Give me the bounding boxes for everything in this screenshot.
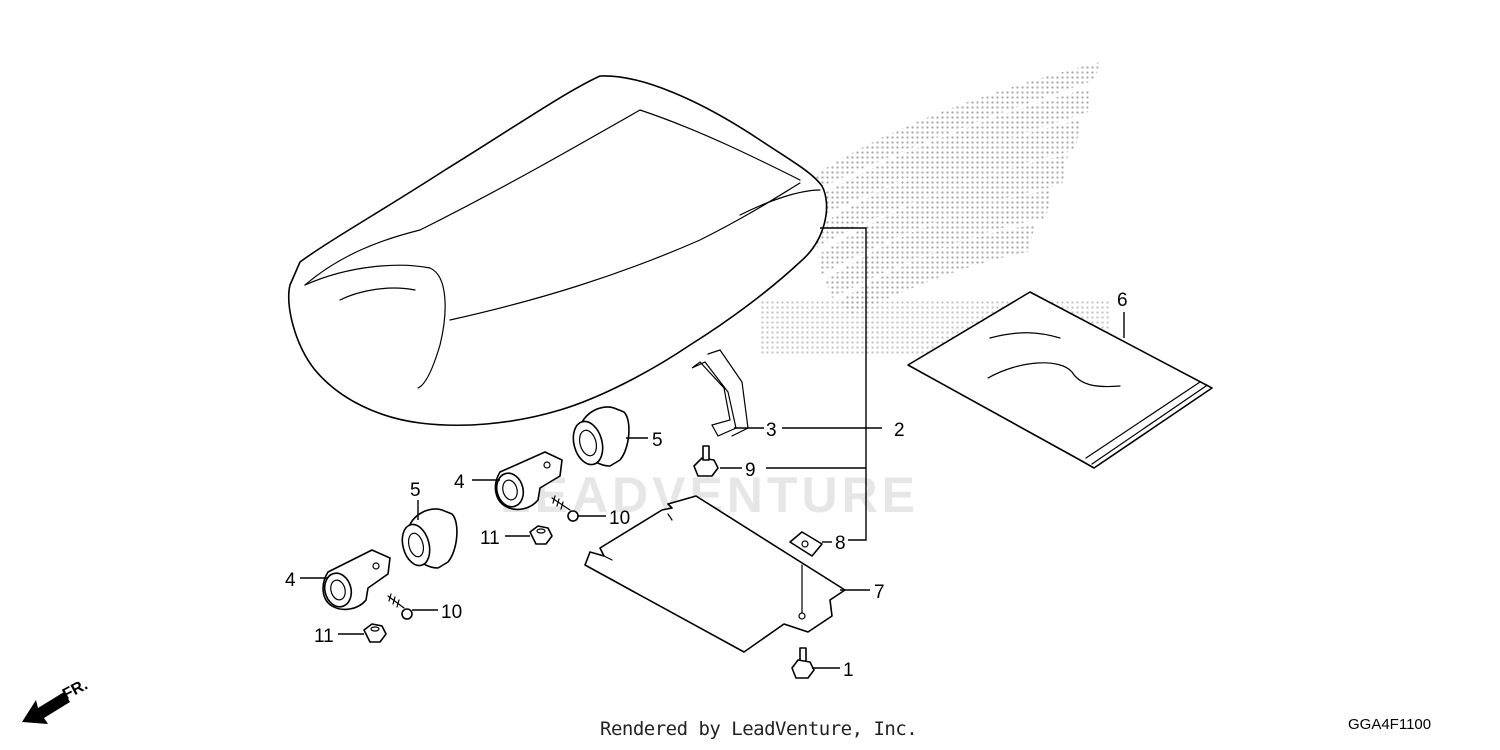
callout-3: 3: [766, 420, 777, 441]
callout-9: 9: [745, 460, 756, 481]
part-7-plate: [584, 495, 846, 653]
part-1-bolt: [791, 647, 815, 679]
part-3-wire: [691, 349, 749, 437]
callouts: 2 3 9 8 7 1 5 4 10 11 5 4 10 11 6: [285, 290, 1128, 681]
part-10-screw-lower: [387, 593, 413, 620]
callout-10-upper: 10: [609, 508, 630, 529]
callout-1: 1: [843, 660, 854, 681]
part-4-clamp-upper: [494, 451, 563, 511]
part-6-bag: [907, 291, 1213, 469]
callout-10-lower: 10: [441, 602, 462, 623]
arrow-icon: [22, 692, 70, 724]
front-direction-indicator: FR.: [22, 676, 91, 724]
part-11-nut-upper: [529, 525, 553, 545]
seat: [287, 75, 828, 426]
diagram-code: GGA4F1100: [1348, 716, 1432, 733]
callout-8: 8: [835, 533, 846, 554]
callout-6: 6: [1117, 290, 1128, 311]
leader-2-group: [820, 227, 867, 541]
leader-lines: [300, 227, 1125, 669]
part-5-collar-lower: [401, 508, 458, 569]
footer-credit: Rendered by LeadVenture, Inc.: [600, 718, 918, 740]
part-8-clip-nut: [789, 531, 823, 557]
part-10-screw-upper: [551, 495, 579, 522]
callout-2: 2: [894, 420, 905, 441]
part-9-bolt: [693, 445, 719, 477]
callout-11-upper: 11: [480, 528, 500, 549]
part-4-clamp-lower: [322, 549, 391, 611]
callout-4-lower: 4: [285, 570, 296, 591]
callout-5-upper: 5: [652, 430, 663, 451]
callout-7: 7: [874, 582, 885, 603]
part-11-nut-lower: [363, 623, 387, 643]
callout-11-lower: 11: [314, 626, 334, 647]
callout-5-lower: 5: [410, 480, 421, 501]
part-5-collar-upper: [572, 406, 630, 467]
callout-4-upper: 4: [454, 472, 465, 493]
